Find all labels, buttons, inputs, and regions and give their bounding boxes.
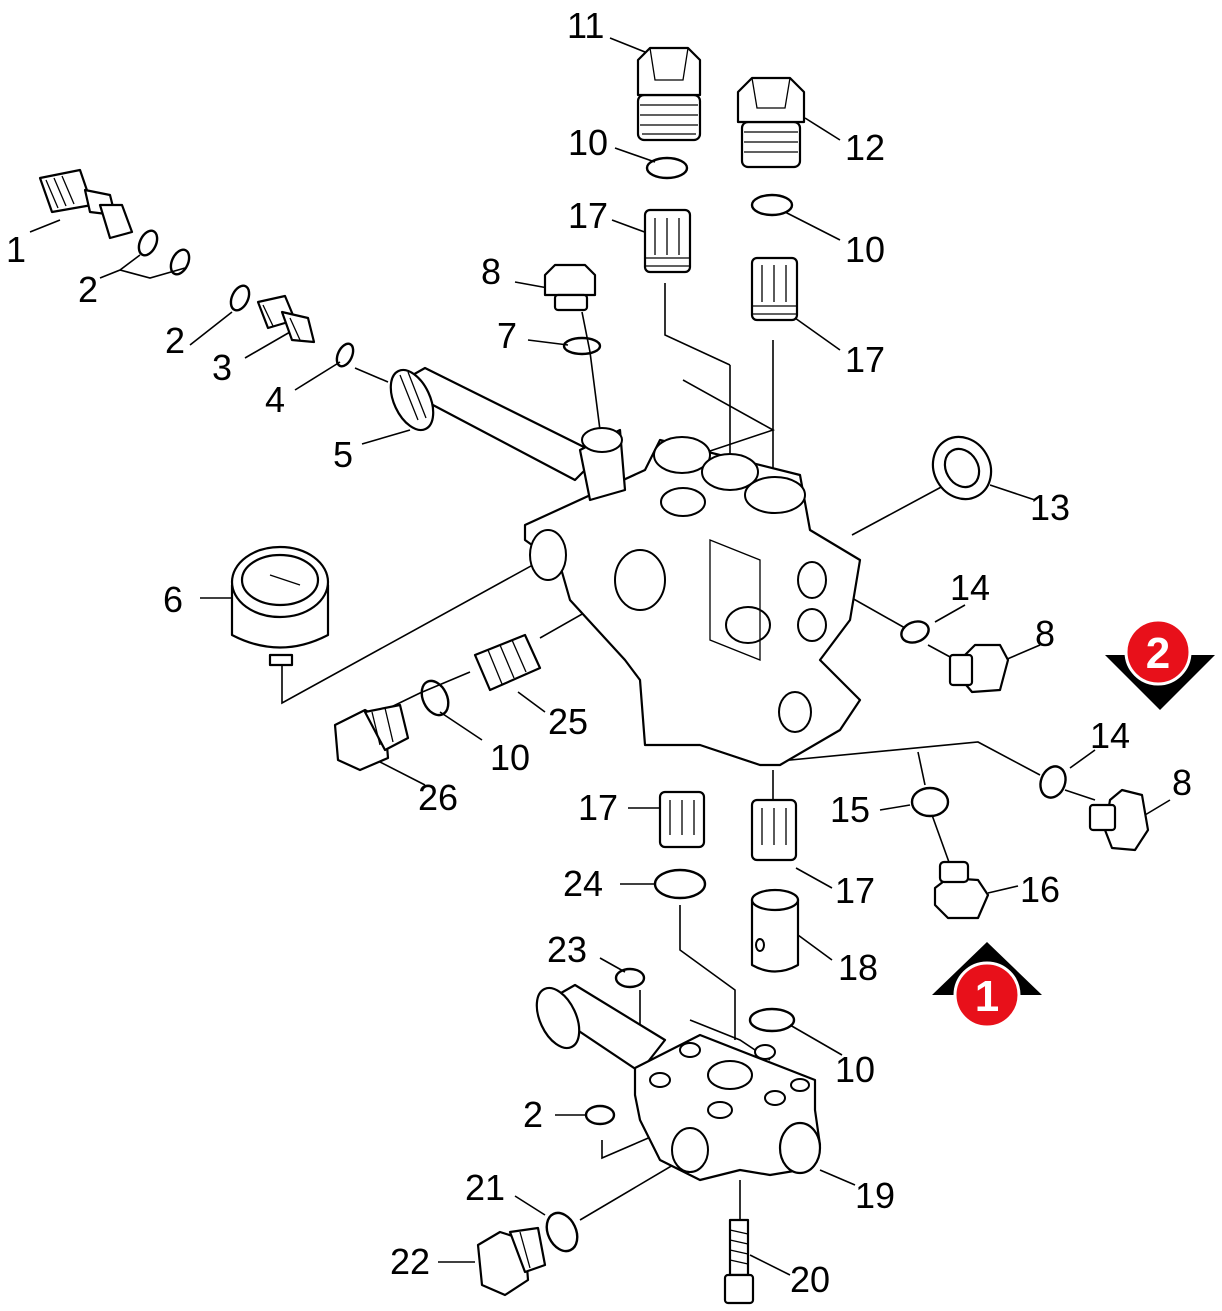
part-25-valve: [473, 633, 542, 692]
callout-10: 10: [568, 122, 608, 163]
part-7-seal: [562, 336, 602, 356]
view-marker-1: 1: [932, 942, 1042, 1029]
callout-26: 26: [418, 777, 458, 818]
callout-10: 10: [845, 229, 885, 270]
view-marker-2-label: 2: [1146, 629, 1170, 678]
part-2-oring-b: [169, 248, 191, 276]
callout-17: 17: [845, 339, 885, 380]
part-3-nipple: [256, 294, 316, 344]
part-2-oring-c: [229, 284, 251, 312]
callout-17: 17: [578, 787, 618, 828]
callout-13: 13: [1030, 487, 1070, 528]
callout-4: 4: [265, 379, 285, 420]
callout-2: 2: [165, 320, 185, 361]
part-10-oring-top-right: [750, 193, 794, 217]
part-14-oring-b: [1039, 765, 1067, 799]
callout-labels: 11 10 12 10 17 17 1 2 2 3 4 5 8 7 13 6 1…: [6, 5, 1192, 1300]
part-26-plug: [333, 703, 410, 772]
callout-3: 3: [212, 347, 232, 388]
part-10-oring-lower: [748, 1007, 796, 1033]
part-6-pressure-gauge: [230, 545, 330, 667]
callout-2: 2: [523, 1094, 543, 1135]
part-14-oring-a: [900, 620, 930, 644]
part-8-plug-lower-right: [1088, 788, 1150, 852]
callout-1: 1: [6, 229, 26, 270]
part-15-seal: [910, 786, 950, 818]
part-17-valve-lower-right: [750, 798, 798, 862]
callout-25: 25: [548, 701, 588, 742]
part-16-plug: [933, 860, 990, 920]
part-2-oring-a: [137, 229, 159, 257]
view-marker-2: 2: [1105, 618, 1215, 710]
callout-21: 21: [465, 1167, 505, 1208]
part-19-housing: [535, 983, 822, 1182]
pump-head-block: [523, 427, 862, 767]
part-8-plug-top: [543, 263, 597, 312]
callout-7: 7: [497, 315, 517, 356]
callout-17: 17: [568, 195, 608, 236]
part-17-valve-lower-left: [658, 790, 706, 849]
callout-23: 23: [547, 929, 587, 970]
part-18-sleeve: [750, 888, 800, 973]
callout-14: 14: [1090, 715, 1130, 756]
callout-15: 15: [830, 789, 870, 830]
part-8-plug-right: [948, 643, 1010, 694]
part-17-valve-top-left: [643, 208, 692, 274]
callout-8: 8: [481, 251, 501, 292]
callout-18: 18: [838, 947, 878, 988]
part-11-valve-cap: [636, 46, 702, 142]
callout-19: 19: [855, 1175, 895, 1216]
callout-8: 8: [1035, 613, 1055, 654]
callout-10: 10: [835, 1049, 875, 1090]
part-10-oring-mid: [420, 679, 450, 717]
callout-22: 22: [390, 1241, 430, 1282]
callout-20: 20: [790, 1259, 830, 1300]
part-20-bolt: [723, 1218, 755, 1305]
part-5-pipe: [389, 366, 602, 482]
callout-10: 10: [490, 737, 530, 778]
part-23-seal: [614, 967, 646, 989]
callout-2: 2: [78, 269, 98, 310]
part-21-oring: [545, 1211, 579, 1253]
view-marker-1-label: 1: [975, 972, 999, 1021]
callout-6: 6: [163, 579, 183, 620]
callout-12: 12: [845, 127, 885, 168]
part-12-valve-cap: [736, 76, 806, 169]
part-24-oring: [653, 868, 707, 900]
callout-5: 5: [333, 434, 353, 475]
part-13-seal-cap: [931, 435, 993, 501]
callout-14: 14: [950, 567, 990, 608]
callout-11: 11: [567, 5, 604, 46]
callout-8: 8: [1172, 762, 1192, 803]
part-4-oring: [335, 342, 355, 368]
part-10-oring-top-left: [645, 156, 689, 180]
part-17-valve-top-right: [750, 256, 799, 322]
part-2-oring-lower: [584, 1104, 616, 1126]
part-1-connector: [38, 168, 134, 240]
callout-17: 17: [835, 870, 875, 911]
part-22-plug: [476, 1226, 547, 1297]
callout-16: 16: [1020, 869, 1060, 910]
callout-24: 24: [563, 863, 603, 904]
